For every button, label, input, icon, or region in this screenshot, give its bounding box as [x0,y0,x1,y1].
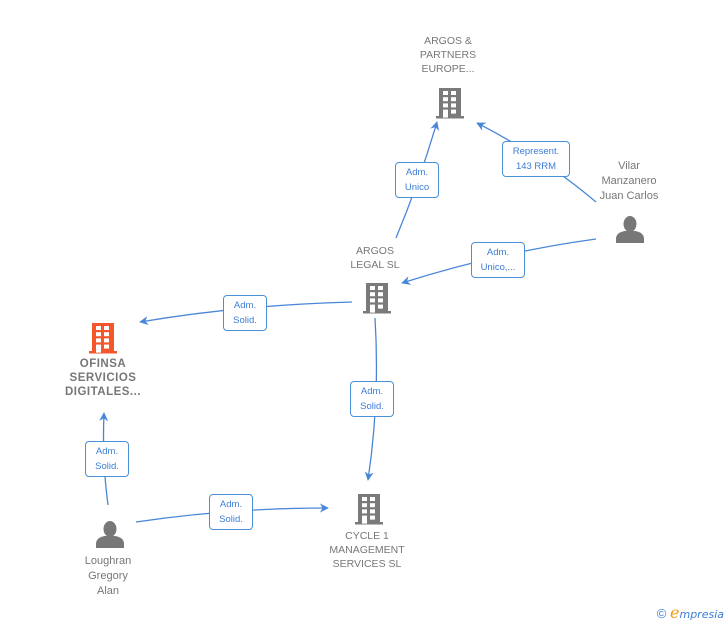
company-name-label[interactable]: ARGOS & PARTNERS EUROPE... [419,35,477,75]
building-icon[interactable] [89,323,117,354]
edge-relation-label[interactable]: Adm. Solid. [209,494,253,530]
copyright-footer: © empresia [657,603,724,622]
company-name-label[interactable]: OFINSA SERVICIOS DIGITALES... [64,358,142,398]
building-icon[interactable] [436,88,464,119]
building-icon[interactable] [355,494,383,525]
copyright-symbol: © [656,606,667,621]
company-name-label[interactable]: ARGOS LEGAL SL [350,245,400,271]
person-name-label[interactable]: Loughran Gregory Alan [84,555,132,597]
edge-relation-label[interactable]: Adm. Solid. [223,295,267,331]
empresia-logo-text: mpresia [679,608,724,621]
edge-relation-label[interactable]: Adm. Unico [395,162,439,198]
company-name-label[interactable]: CYCLE 1 MANAGEMENT SERVICES SL [329,530,405,570]
empresia-logo-initial: e [670,603,680,622]
person-icon[interactable] [96,521,124,548]
edge-relation-label[interactable]: Adm. Unico,... [471,242,525,278]
building-icon[interactable] [363,283,391,314]
edge-relation-label[interactable]: Adm. Solid. [85,441,129,477]
person-icon[interactable] [616,216,644,243]
edge-relation-label[interactable]: Represent. 143 RRM [502,141,570,177]
edge-relation-label[interactable]: Adm. Solid. [350,381,394,417]
person-name-label[interactable]: Vilar Manzanero Juan Carlos [599,160,659,202]
